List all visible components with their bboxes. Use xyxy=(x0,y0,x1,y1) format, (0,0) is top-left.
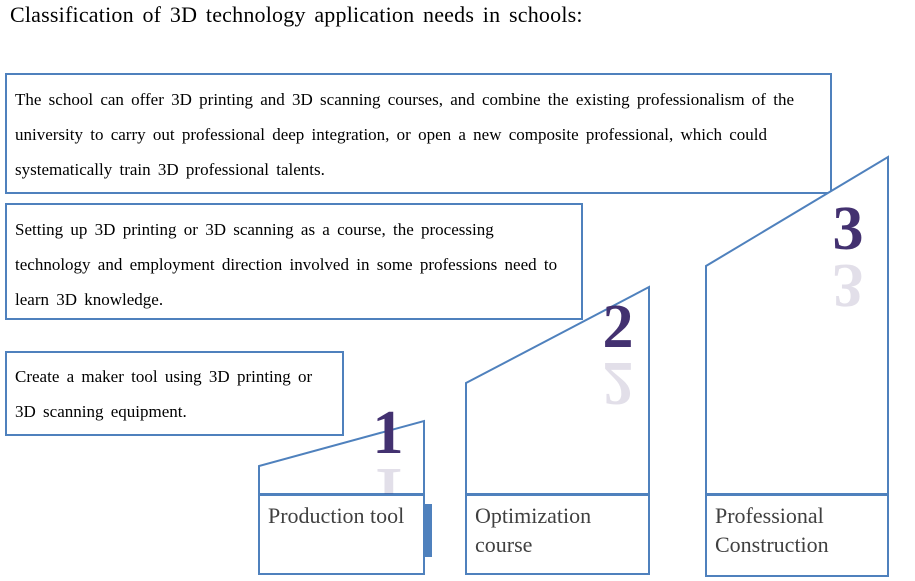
need-box-course-setup-text: Setting up 3D printing or 3D scanning as… xyxy=(15,220,558,309)
step-3-number-reflection: 3 xyxy=(832,251,864,319)
need-box-maker-tool: Create a maker tool using 3D printing or… xyxy=(5,351,344,436)
step-2-number-reflection: 2 xyxy=(602,349,634,417)
step-2-number: 2 xyxy=(602,293,634,361)
step-3-label: Professional Construction xyxy=(715,503,829,557)
step-1-number: 1 xyxy=(372,399,404,467)
step-3-label-box: Professional Construction xyxy=(705,494,889,577)
step-1-label: Production tool xyxy=(268,503,405,528)
diagram-title: Classification of 3D technology applicat… xyxy=(10,2,583,27)
step-3-number: 3 xyxy=(832,195,864,263)
need-box-professional-talents-text: The school can offer 3D printing and 3D … xyxy=(15,90,794,179)
step-2-label-box: Optimization course xyxy=(465,494,650,575)
step-1-label-box: Production tool xyxy=(258,494,425,575)
need-box-maker-tool-text: Create a maker tool using 3D printing or… xyxy=(15,367,313,421)
need-box-course-setup: Setting up 3D printing or 3D scanning as… xyxy=(5,203,583,320)
need-box-professional-talents: The school can offer 3D printing and 3D … xyxy=(5,73,832,194)
production-tool-box-shadow xyxy=(424,504,432,557)
step-2-label: Optimization course xyxy=(475,503,592,557)
